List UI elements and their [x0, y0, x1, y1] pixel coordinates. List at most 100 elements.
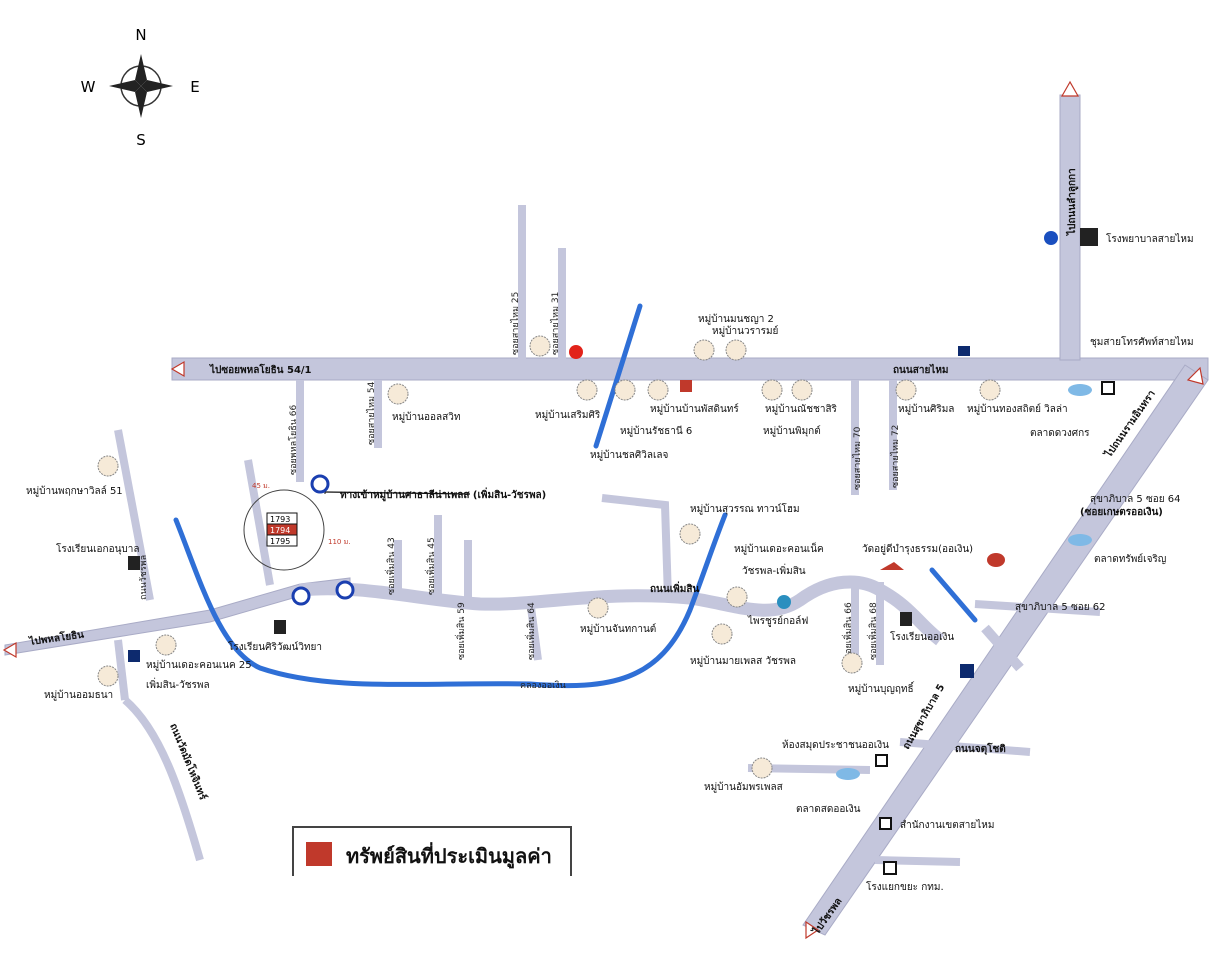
label-suwan: หมู่บ้านสุวรรณ ทาวน์โฮม — [690, 502, 800, 515]
compass-s: S — [136, 131, 146, 149]
label-school-siri: โรงเรียนศิริวัฒน์วิทยา — [228, 640, 322, 653]
lot-1794: 1794 — [270, 526, 290, 535]
bank2-icon — [128, 650, 140, 662]
canal-lines — [173, 303, 978, 689]
soi-66-label: ซอยพหลโยธิน 66 — [288, 404, 299, 475]
soi-54-label: ซอยสายไหม 54 — [366, 381, 377, 445]
legend-box: ทรัพย์สินที่ประเมินมูลค่า — [292, 826, 572, 876]
arrow-west2-icon — [2, 641, 17, 659]
compass-w: W — [81, 78, 96, 96]
property-plot: 1793 1794 1795 45 ม. 110 ม. — [243, 474, 471, 606]
school-icon — [128, 556, 140, 570]
lot-1795: 1795 — [270, 537, 290, 546]
soi-25-label: ซอยสายไหม 25 — [510, 292, 521, 355]
label-sirimon: หมู่บ้านศิริมล — [898, 403, 954, 415]
label-monchaya: หมู่บ้านมนชญา 2 — [698, 313, 774, 325]
soi-64-sukha-label: สุขาภิบาล 5 ซอย 64 — [1090, 494, 1181, 505]
arrow-ne-icon — [1186, 366, 1204, 385]
label-mayplace: หมู่บ้านมายเพลส วัชรพล — [690, 655, 796, 667]
soi-68-label: ซอยเพิ่มสิน 68 — [866, 602, 879, 660]
label-ratchanee: หมู่บ้านรัชธานี 6 — [620, 425, 692, 437]
soi-43-label: ซอยเพิ่มสิน 43 — [384, 537, 397, 595]
label-hospital: โรงพยาบาลสายไหม — [1106, 232, 1194, 245]
bank-icon — [958, 346, 970, 356]
label-ampornplace: หมู่บ้านอัมพรเพลส — [704, 781, 783, 793]
label-phrueksa: หมู่บ้านพฤกษาวิลล์ 51 — [26, 485, 123, 497]
market-icon — [1068, 384, 1092, 396]
soi-ket-kaew-label: (ซอยเกษตรออเงิน) — [1080, 506, 1163, 518]
label-market-duang: ตลาดดวงศกร — [1030, 428, 1090, 439]
temple-icon — [880, 562, 904, 570]
road-label-phermsin: ถนนเพิ่มสิน — [650, 581, 699, 595]
school2-icon — [274, 620, 286, 634]
soi-72-label: ซอยสายไหม 72 — [890, 425, 901, 488]
soi-45-label: ซอยเพิ่มสิน 45 — [424, 537, 437, 595]
roundabout3-icon — [335, 580, 355, 600]
soi-70-label: ซอยสายไหม 70 — [852, 426, 863, 490]
label-omthana: หมู่บ้านออมธนา — [44, 689, 113, 701]
sai-mai-road — [171, 357, 1209, 381]
road-label-phahon-54: ไปซอยพหลโยธิน 54/1 — [209, 363, 312, 376]
garbage-icon — [883, 861, 897, 875]
lot-1793: 1793 — [270, 515, 290, 524]
road-label-chatuchot: ถนนจตุโชติ — [955, 742, 1006, 755]
label-market-ongern: ตลาดสดออเงิน — [796, 804, 861, 815]
label-garbage: โรงแยกขยะ กทม. — [866, 880, 944, 893]
label-entrance: ทางเข้าหมู่บ้านศาธาลีน่าเพลส (เพิ่มสิน-ว… — [340, 487, 546, 502]
bank3-icon — [960, 664, 974, 678]
roundabout-icon — [310, 474, 330, 494]
label-patsadin: หมู่บ้านบ้านพัสดินทร์ — [650, 403, 739, 415]
district-icon — [879, 817, 892, 830]
label-janthakan: หมู่บ้านจันทกานต์ — [580, 623, 656, 635]
hospital-icon — [1080, 228, 1098, 246]
canal-label: คลองออเงิน — [520, 680, 566, 691]
label-school-ongern: โรงเรียนออเงิน — [890, 630, 954, 643]
road-label-lam-luk-ka: ไปถนนลำลูกกา — [1065, 168, 1079, 236]
label-decon25b: เพิ่มสิน-วัชรพล — [146, 677, 210, 691]
road-network — [4, 94, 1209, 936]
soi-62-label: สุขาภิบาล 5 ซอย 62 — [1015, 602, 1106, 613]
label-pimuk: หมู่บ้านพิมุกต์ — [763, 425, 821, 437]
legend-swatch — [306, 842, 332, 866]
label-library: ห้องสมุดประชาชนออเงิน — [782, 739, 889, 751]
road-label-vertical: ถนนวัดมัดโหจินทร์ — [167, 721, 210, 802]
compass-rose-icon — [109, 54, 173, 118]
toyota-icon — [987, 553, 1005, 567]
market3-icon — [836, 768, 860, 780]
dist-a: 45 ม. — [252, 482, 270, 490]
golf-icon — [777, 595, 791, 609]
label-school-aek: โรงเรียนเอกอนุบาล — [56, 542, 140, 555]
soi-31-label: ซอยสายไหม 31 — [550, 292, 561, 355]
arrow-north-icon — [1060, 80, 1080, 97]
label-decon-n: หมู่บ้านเดอะคอนเน็ค — [734, 541, 824, 555]
phone-exchange-icon — [1101, 381, 1115, 395]
label-allswit: หมู่บ้านออลสวิท — [392, 411, 460, 423]
label-market-charoen: ตลาดทรัพย์เจริญ — [1094, 553, 1166, 565]
dist-b: 110 ม. — [328, 538, 350, 546]
label-natchasiri: หมู่บ้านณัชชาสิริ — [765, 403, 838, 415]
label-phone: ชุมสายโทรศัพท์สายไหม — [1090, 335, 1194, 348]
label-district: สำนักงานเขตสายไหม — [900, 819, 994, 831]
compass-e: E — [190, 78, 199, 96]
label-pracha: ไพรชูรย์กอล์ฟ — [747, 615, 808, 627]
direction-arrows — [2, 80, 1204, 940]
arrow-sw-icon — [805, 920, 820, 940]
label-chalerm: หมู่บ้านชลศิวิลเลจ — [590, 449, 669, 461]
market2-icon — [1068, 534, 1092, 546]
shell-icon — [569, 345, 583, 359]
label-sermsiri: หมู่บ้านเสริมศิริ — [535, 409, 601, 421]
road-label-sai-mai: ถนนสายไหม — [893, 363, 949, 376]
label-bunyarit: หมู่บ้านบุญฤทธิ์ — [848, 681, 915, 695]
arrow-west-icon — [170, 360, 185, 378]
gas-station-icon — [1044, 231, 1058, 245]
soi-66b-label: ซอยเพิ่มสิน 66 — [841, 602, 854, 660]
label-tongsathit: หมู่บ้านทองสถิตย์ วิลล่า — [967, 403, 1068, 415]
soi-59-label: ซอยเพิ่มสิน 59 — [454, 602, 467, 660]
compass-n: N — [135, 26, 146, 44]
label-wat: วัดอยู่ดีบำรุงธรรม(ออเงิน) — [862, 543, 973, 555]
village-markers — [97, 335, 1001, 779]
label-decon-n2: วัชรพล-เพิ่มสิน — [742, 563, 806, 577]
soi-64-label: ซอยเพิ่มสิน 64 — [524, 602, 537, 660]
label-wararom: หมู่บ้านวรารมย์ — [712, 325, 778, 337]
